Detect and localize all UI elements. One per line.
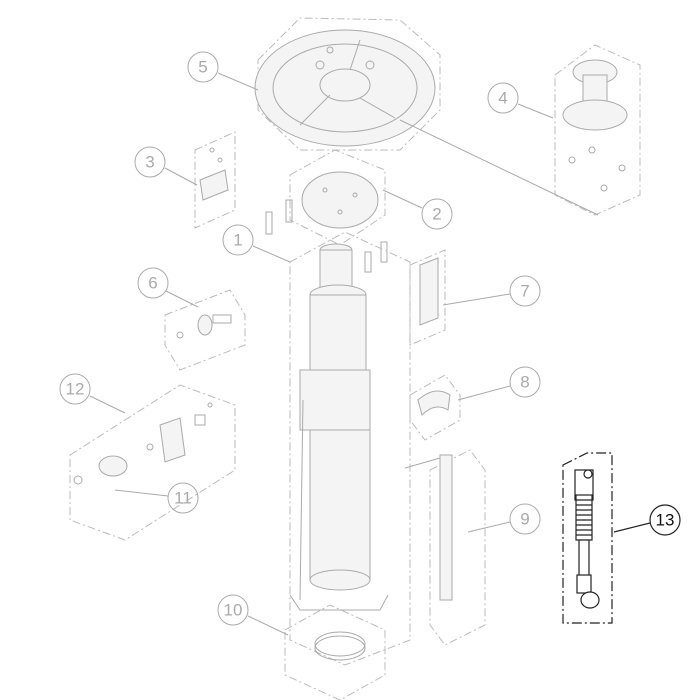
callout-2[interactable]: 2	[382, 189, 453, 230]
svg-text:9: 9	[520, 510, 529, 529]
svg-text:12: 12	[66, 380, 85, 399]
svg-text:2: 2	[432, 205, 441, 224]
callout-5[interactable]: 5	[187, 51, 259, 91]
callout-11[interactable]: 11	[114, 482, 199, 514]
svg-text:1: 1	[233, 231, 242, 250]
callout-12[interactable]: 12	[59, 373, 126, 414]
part-8-knob[interactable]	[409, 374, 461, 441]
callout-10[interactable]: 10	[217, 594, 289, 636]
part-12-assembly[interactable]	[69, 384, 236, 541]
callouts: 5 4 3 2 1 6 7 8 12 11 9 10 13	[59, 51, 681, 636]
part-4-hub[interactable]	[399, 44, 641, 216]
svg-text:5: 5	[198, 58, 207, 77]
part-5-handwheel[interactable]	[254, 17, 441, 151]
part-1-column[interactable]	[289, 231, 411, 666]
part-7-cover[interactable]	[409, 249, 446, 346]
svg-text:13: 13	[656, 511, 675, 530]
callout-7[interactable]: 7	[442, 275, 541, 307]
svg-text:6: 6	[148, 274, 157, 293]
part-2-plate[interactable]	[265, 149, 388, 273]
svg-text:10: 10	[224, 601, 243, 620]
svg-text:8: 8	[520, 373, 529, 392]
corrugated-hose-icon	[575, 494, 593, 541]
callout-1[interactable]: 1	[222, 224, 291, 263]
svg-text:11: 11	[174, 489, 192, 508]
part-6-lock[interactable]	[164, 289, 246, 371]
part-11-handle[interactable]	[73, 455, 128, 485]
svg-text:7: 7	[520, 282, 529, 301]
callout-8[interactable]: 8	[457, 366, 541, 401]
part-9-rod[interactable]	[404, 449, 486, 646]
callout-4[interactable]: 4	[487, 82, 554, 119]
callout-3[interactable]: 3	[134, 146, 198, 186]
callout-13[interactable]: 13	[613, 504, 681, 536]
svg-text:4: 4	[498, 89, 507, 108]
part-13-hose[interactable]	[562, 452, 613, 624]
callout-9[interactable]: 9	[467, 503, 541, 535]
callout-6[interactable]: 6	[137, 267, 199, 308]
part-10-clamp[interactable]	[284, 604, 386, 700]
part-3-bracket[interactable]	[194, 131, 236, 229]
svg-text:3: 3	[145, 153, 154, 172]
